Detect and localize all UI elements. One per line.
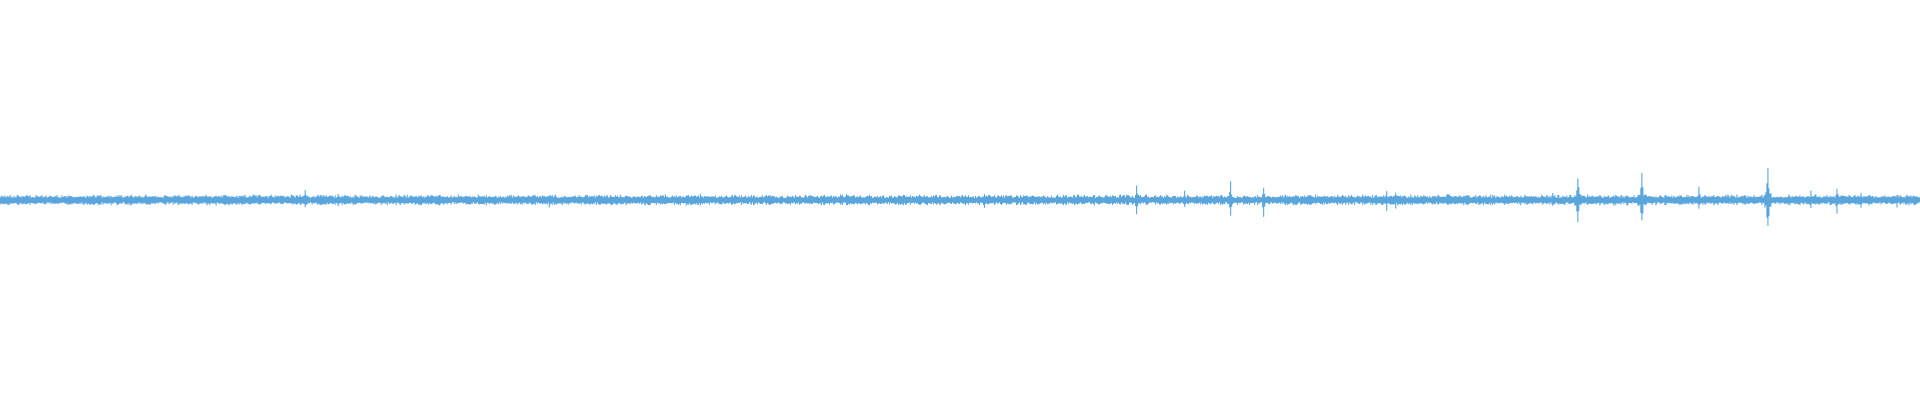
waveform-signal: [0, 168, 1920, 226]
waveform-center-band: [0, 198, 1920, 202]
